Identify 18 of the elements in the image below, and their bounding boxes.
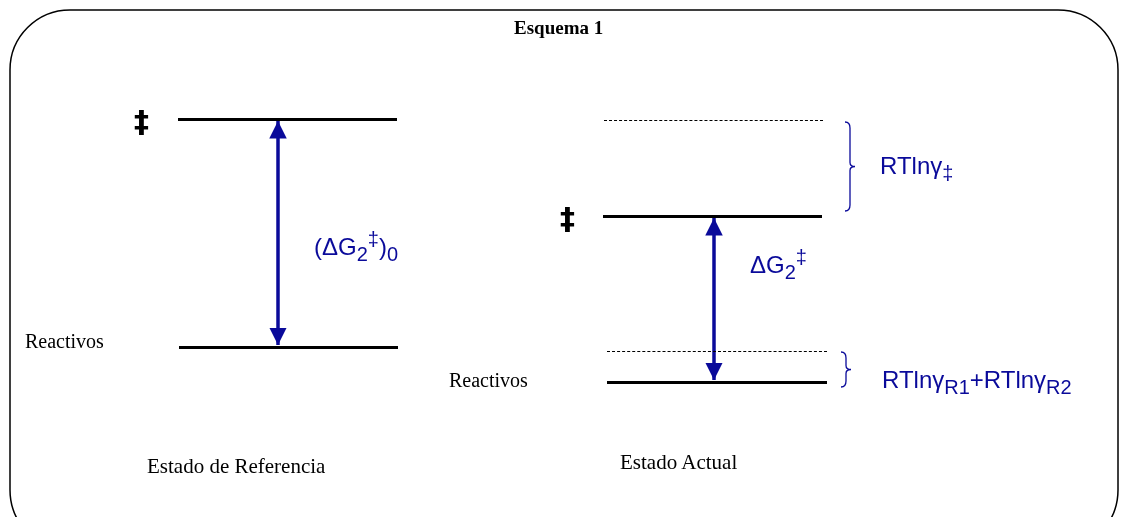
annotation-text: RTlnγ$_{‡}$ — [880, 152, 954, 185]
annotation-text: RTlnγ$_{R1}$+RTlnγ$_{R2}$ — [882, 366, 1072, 399]
energy-level-line — [178, 118, 397, 121]
panel-caption: Estado Actual — [620, 450, 738, 475]
energy-level-line — [607, 381, 827, 384]
energy-level-line — [603, 215, 822, 218]
transition-state-symbol: ‡ — [134, 106, 149, 138]
double-arrow — [705, 218, 723, 380]
energy-level-line — [179, 346, 398, 349]
transition-state-symbol: ‡ — [560, 203, 575, 235]
panel-caption: Estado de Referencia — [147, 454, 326, 479]
species-label: Reactivos — [25, 330, 104, 353]
double-arrow — [269, 121, 287, 345]
edge-label: (ΔG$_{2}$$^{‡}$)$_{0}$ — [314, 228, 399, 266]
dashed-level-line — [604, 120, 823, 121]
dashed-level-line — [607, 351, 827, 352]
diagram-title: Esquema 1 — [514, 17, 604, 39]
species-label: Reactivos — [449, 369, 528, 392]
